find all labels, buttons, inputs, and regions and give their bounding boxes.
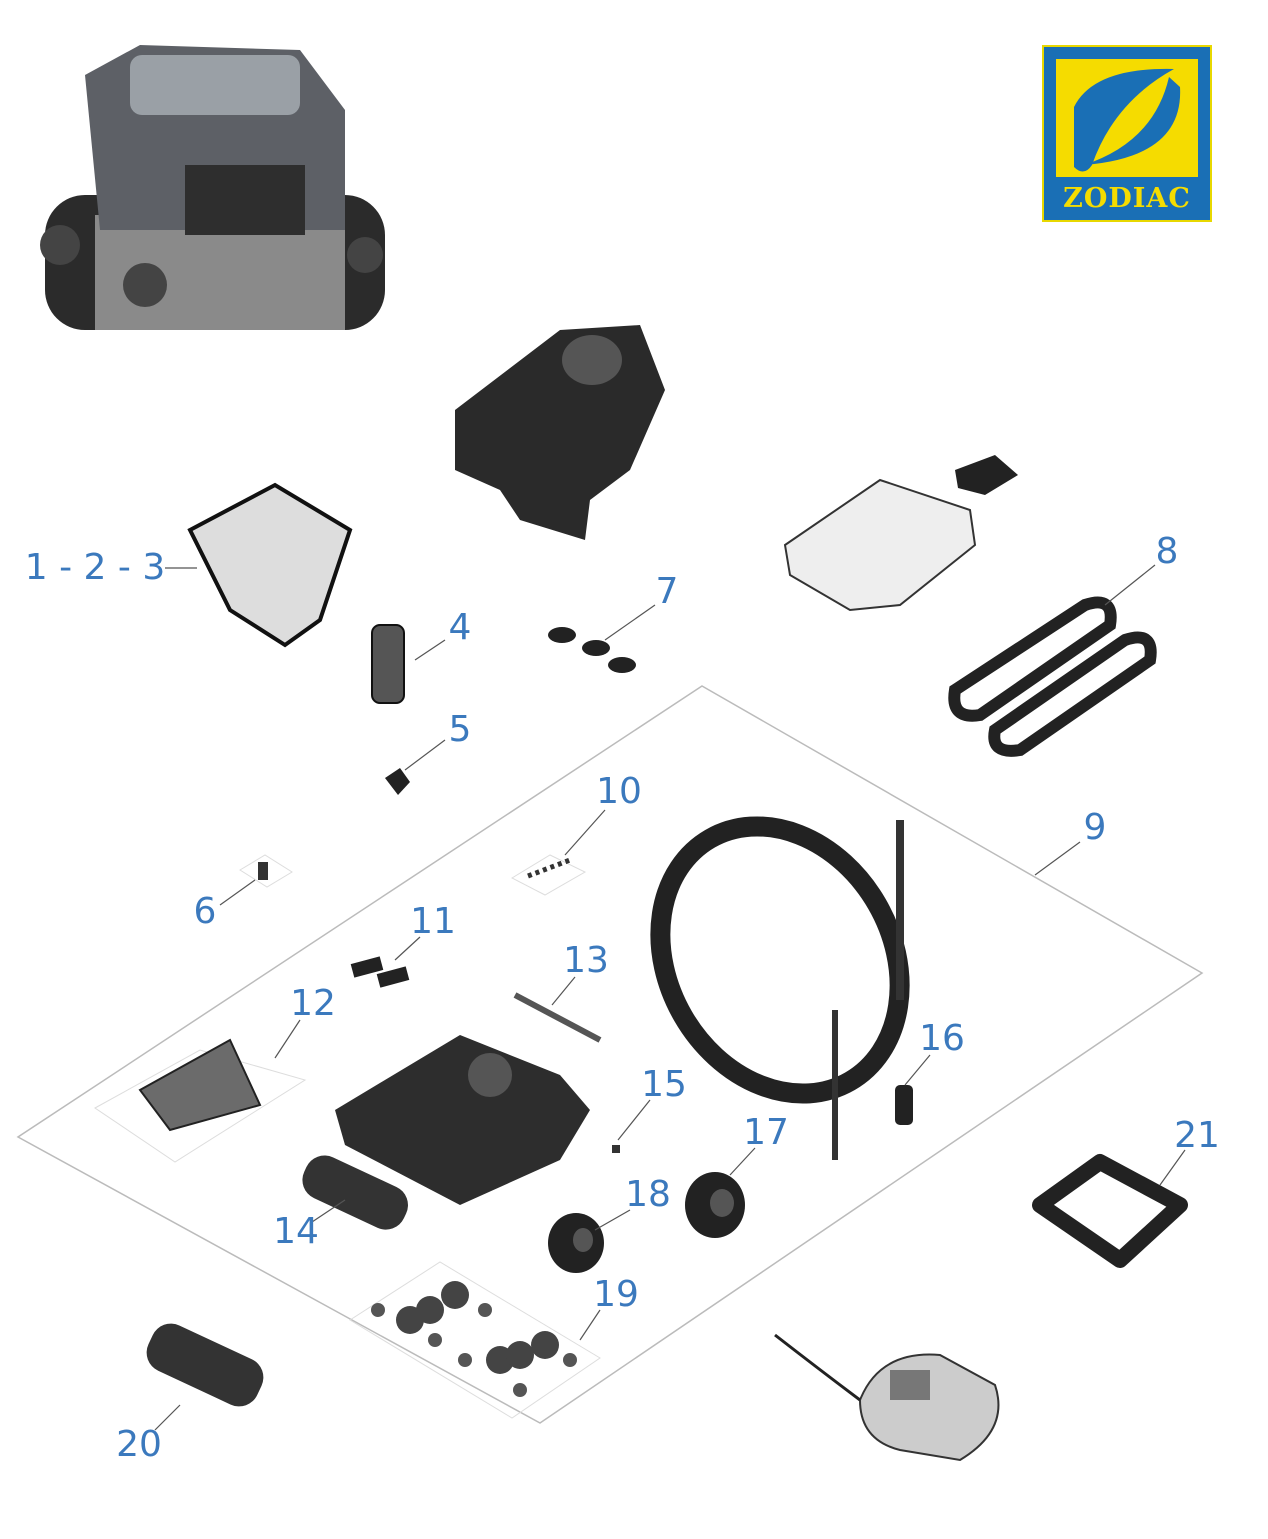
part-label-17: 17 — [743, 1112, 789, 1153]
part-label-7: 7 — [655, 571, 679, 612]
power-supply-image — [774, 1333, 1000, 1462]
top-cover-image — [783, 455, 1018, 612]
cable-image — [650, 816, 910, 1160]
part-7-image — [548, 627, 636, 673]
logo-brand-text: ZODIAC — [1063, 183, 1191, 214]
part-11-image — [350, 956, 410, 988]
z-logo-icon — [1056, 59, 1198, 177]
part-12-image — [94, 1038, 307, 1163]
kit-boundary — [16, 685, 1204, 1424]
part-14-image — [302, 1155, 408, 1230]
zodiac-logo: ZODIAC — [1042, 45, 1212, 222]
part-6-image — [239, 854, 293, 888]
part-label-8: 8 — [1155, 531, 1179, 572]
part-label-6: 6 — [193, 891, 217, 932]
chassis-image — [335, 1035, 590, 1205]
part-10-image — [510, 854, 587, 896]
part-5-image — [385, 768, 410, 795]
wheel-18-image — [548, 1213, 604, 1273]
part-label-21: 21 — [1174, 1115, 1220, 1156]
tracks-image — [948, 596, 1157, 757]
handle-image — [1032, 1154, 1188, 1268]
body-shell-image — [455, 325, 665, 540]
part-label-9: 9 — [1083, 807, 1107, 848]
part-label-14: 14 — [273, 1211, 319, 1252]
wheel-17-image — [685, 1172, 745, 1238]
part-label-20: 20 — [116, 1424, 162, 1465]
part-4-image — [371, 624, 405, 704]
gears-image — [349, 1261, 601, 1419]
robot-cleaner-image — [40, 45, 385, 330]
filter-basket-image — [187, 482, 353, 648]
part-15-image — [612, 1145, 620, 1153]
part-label-1-2-3: 1 - 2 - 3 — [24, 547, 166, 588]
part-label-16: 16 — [919, 1018, 965, 1059]
part-16-image — [895, 1085, 913, 1125]
part-label-12: 12 — [290, 983, 336, 1024]
part-label-4: 4 — [448, 607, 472, 648]
part-13-image — [513, 992, 602, 1043]
part-label-18: 18 — [625, 1174, 671, 1215]
part-label-13: 13 — [563, 940, 609, 981]
part-label-11: 11 — [410, 901, 456, 942]
part-label-5: 5 — [448, 709, 472, 750]
brush-image — [146, 1323, 264, 1407]
part-label-19: 19 — [593, 1274, 639, 1315]
part-label-15: 15 — [641, 1064, 687, 1105]
part-label-10: 10 — [596, 771, 642, 812]
leader-lines — [154, 564, 1186, 1431]
